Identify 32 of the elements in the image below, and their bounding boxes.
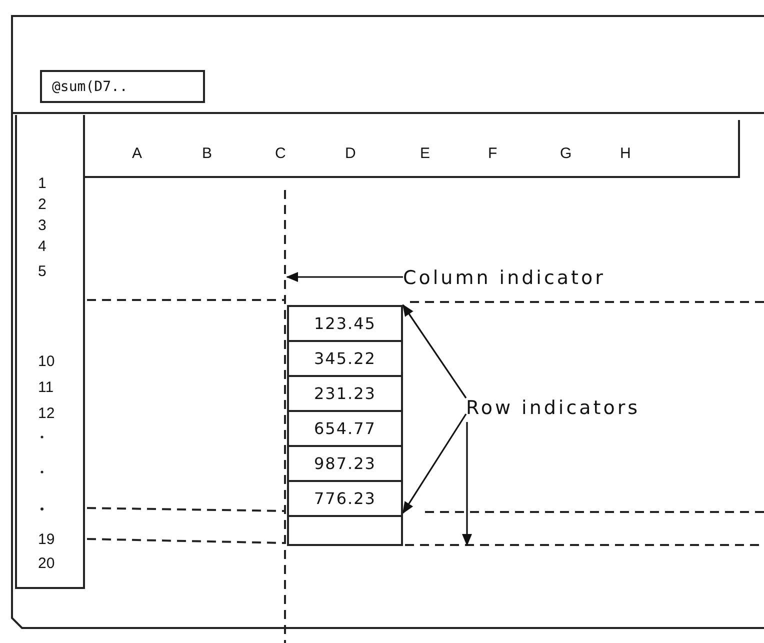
column-letter: A <box>132 145 142 162</box>
column-letter: B <box>202 145 212 162</box>
number-cell: 987.23 <box>287 445 403 482</box>
empty-cell <box>287 515 403 546</box>
arrow <box>402 304 467 398</box>
callout-text: Row indicators <box>466 394 722 422</box>
arrow <box>462 422 472 546</box>
row-number: 4 <box>38 239 46 255</box>
column-letter: H <box>620 145 631 162</box>
formula-input-field: @sum(D7.. <box>40 70 205 103</box>
column-letter: E <box>420 145 430 162</box>
column-letter: F <box>488 145 498 162</box>
row-number: 10 <box>38 354 55 370</box>
row-number: 12 <box>38 406 55 422</box>
number-cell: 231.23 <box>287 375 403 412</box>
row-number: 2 <box>38 197 46 213</box>
callout-text: Column indicator <box>403 264 665 292</box>
column-letter: C <box>275 145 286 162</box>
row-number: 11 <box>38 380 54 396</box>
row-number: 19 <box>38 532 55 548</box>
arrow <box>286 272 403 282</box>
column-letter: D <box>345 145 356 162</box>
row-number: 20 <box>38 556 55 572</box>
column-letter: G <box>560 145 572 162</box>
row-number: 3 <box>38 218 46 234</box>
number-cell: 345.22 <box>287 340 403 377</box>
number-cell: 776.23 <box>287 480 403 517</box>
number-cell: 123.45 <box>287 305 403 342</box>
row-number: 1 <box>38 176 46 192</box>
number-cell: 654.77 <box>287 410 403 447</box>
arrow <box>402 414 467 514</box>
row-number: 5 <box>38 264 46 280</box>
